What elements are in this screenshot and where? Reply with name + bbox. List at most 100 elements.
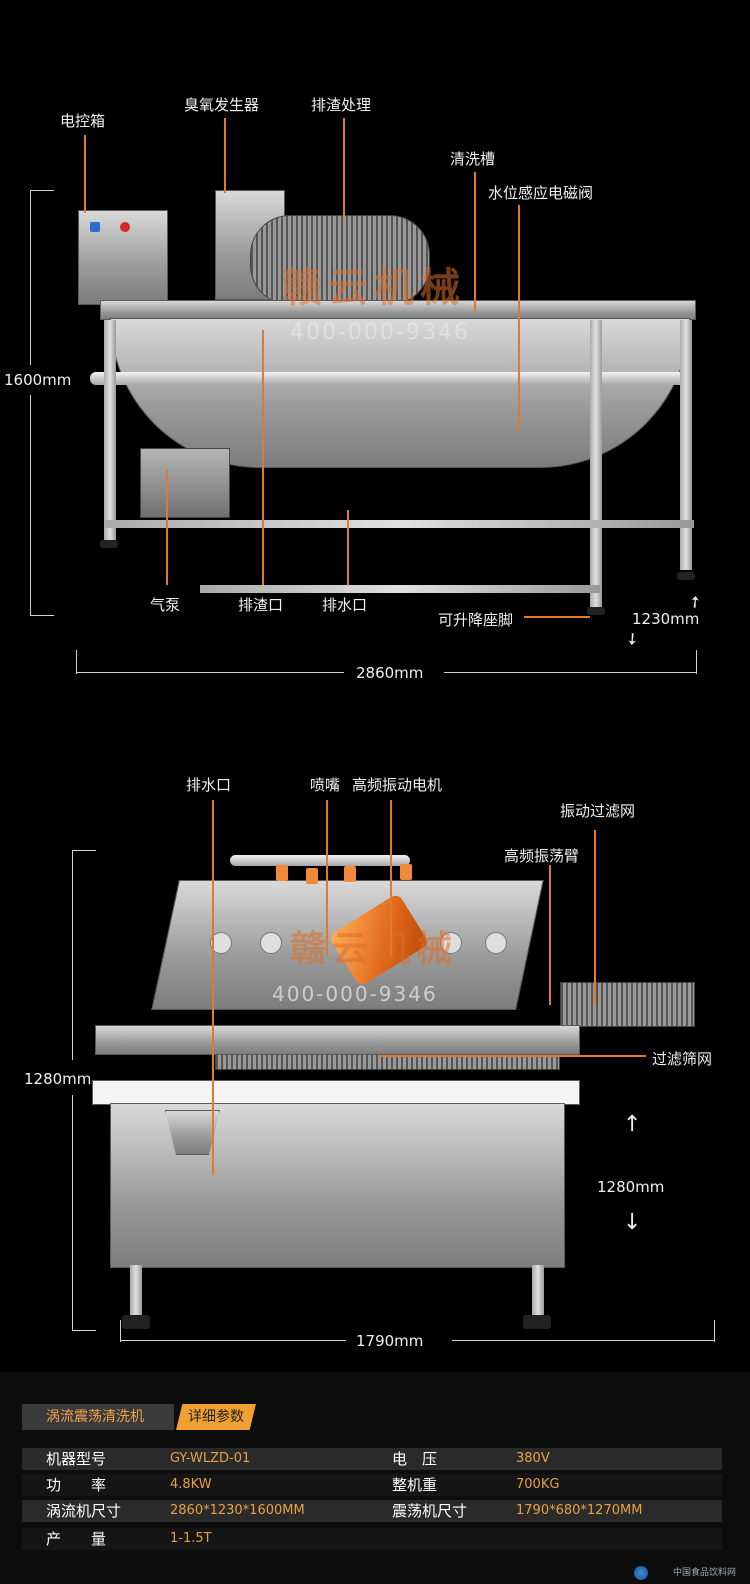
frame-rail <box>200 585 600 593</box>
air-pump <box>140 448 230 518</box>
foot-icon <box>677 572 695 580</box>
hood-hole <box>210 932 232 954</box>
control-button-icon <box>90 222 100 232</box>
main-pipe <box>90 372 690 385</box>
spec-row: 涡流机尺寸 2860*1230*1600MM 震荡机尺寸 1790*680*12… <box>22 1500 722 1522</box>
spec-value: 1790*680*1270MM <box>516 1503 643 1518</box>
label-wash-tank: 清洗槽 <box>450 150 496 168</box>
dim-line <box>452 1340 714 1341</box>
dim-width: 2860mm <box>356 664 424 682</box>
dim-tick <box>30 190 54 191</box>
spec-value: 4.8KW <box>170 1477 212 1492</box>
leg <box>680 320 692 570</box>
callout-line <box>84 135 86 213</box>
site-logo-text: 中国食品饮料网 <box>672 1568 736 1578</box>
label-control-box: 电控箱 <box>60 112 106 130</box>
foot-icon <box>100 540 118 548</box>
callout-line <box>326 800 328 955</box>
label-drain-outlet: 排水口 <box>186 776 232 794</box>
washer-overview-panel: 赣云机械 400-000-9346 电控箱 臭氧发生器 排渣处理 清洗槽 水位感… <box>0 0 750 700</box>
nozzle-icon <box>276 865 288 881</box>
spec-key: 电 压 <box>392 1450 438 1468</box>
callout-line <box>380 1055 646 1057</box>
spec-title: 涡流震荡清洗机 <box>22 1404 174 1430</box>
spec-row: 机器型号 GY-WLZD-01 电 压 380V <box>22 1448 722 1470</box>
spec-row: 功 率 4.8KW 整机重 700KG <box>22 1474 722 1496</box>
callout-line <box>518 205 520 430</box>
spec-row: 产 量 1-1.5T <box>22 1528 722 1550</box>
hood-hole <box>260 932 282 954</box>
spec-value: 380V <box>516 1451 550 1466</box>
dim-tick <box>120 1320 121 1342</box>
callout-line <box>594 830 596 1005</box>
dim-line <box>72 1095 73 1330</box>
dim-tick <box>30 615 54 616</box>
callout-line <box>524 616 590 618</box>
arrow-up-icon: ↑ <box>623 1112 642 1137</box>
drain-funnel <box>165 1110 220 1155</box>
hood-hole <box>440 932 462 954</box>
dim-depth: 1230mm <box>632 610 700 628</box>
callout-line <box>166 470 168 585</box>
spec-tag: 详细参数 <box>176 1404 256 1430</box>
dim-line <box>30 395 31 615</box>
spec-key: 产 量 <box>46 1530 107 1548</box>
leg <box>130 1265 142 1320</box>
nozzle-icon <box>344 866 356 882</box>
callout-line <box>262 330 264 585</box>
label-air-pump: 气泵 <box>150 596 181 614</box>
label-vibration-filter: 振动过滤网 <box>560 802 636 820</box>
label-level-valve: 水位感应电磁阀 <box>488 184 594 202</box>
spec-key: 机器型号 <box>46 1450 107 1468</box>
leg <box>590 320 602 610</box>
dim-height-left: 1280mm <box>24 1070 92 1088</box>
label-adjustable-feet: 可升降座脚 <box>438 611 514 629</box>
dim-tick <box>76 650 77 674</box>
spec-value: 1-1.5T <box>170 1531 212 1546</box>
dim-tick <box>72 850 96 851</box>
label-ozone-generator: 臭氧发生器 <box>184 96 260 114</box>
nozzle-icon <box>400 864 412 880</box>
spec-value: GY-WLZD-01 <box>170 1451 251 1466</box>
frame-rail <box>104 520 694 528</box>
watermark-brand: 赣云机械 <box>290 928 459 970</box>
dim-line <box>30 190 31 365</box>
label-vibration-motor: 高频振动电机 <box>352 776 443 794</box>
spec-key: 震荡机尺寸 <box>392 1502 468 1520</box>
dim-tick <box>714 1320 715 1342</box>
stop-button-icon <box>120 222 130 232</box>
callout-line <box>474 172 476 312</box>
vibration-filter <box>560 982 695 1027</box>
screen-frame <box>95 1025 580 1055</box>
label-nozzle: 喷嘴 <box>310 776 341 794</box>
label-filter-screen: 过滤筛网 <box>652 1050 713 1068</box>
label-waste-outlet: 排渣口 <box>238 596 284 614</box>
dim-tick <box>696 650 697 674</box>
dim-tick <box>72 1330 96 1331</box>
tank-rim <box>92 1080 580 1105</box>
label-drain-outlet: 排水口 <box>322 596 368 614</box>
shaker-detail-panel: 赣云机械 400-000-9346 排水口 喷嘴 高频振动电机 振动过滤网 高频… <box>0 760 750 1360</box>
arrow-down-left-icon: ➚ <box>621 627 644 652</box>
label-oscillating-arm: 高频振荡臂 <box>504 847 580 865</box>
callout-line <box>347 510 349 585</box>
callout-line <box>390 800 392 955</box>
leg <box>532 1265 544 1320</box>
caster-icon <box>523 1315 551 1329</box>
spec-table: 涡流震荡清洗机 详细参数 机器型号 GY-WLZD-01 电 压 380V 功 … <box>0 1372 750 1584</box>
caster-icon <box>122 1315 150 1329</box>
waste-drum <box>250 215 430 305</box>
site-logo-icon <box>634 1566 648 1580</box>
arrow-down-icon: ↓ <box>623 1210 642 1235</box>
dim-width: 1790mm <box>356 1332 424 1350</box>
foot-icon <box>587 607 605 615</box>
dim-line <box>72 850 73 1060</box>
watermark-phone: 400-000-9346 <box>272 982 438 1006</box>
callout-line <box>549 865 551 1005</box>
hood-hole <box>485 932 507 954</box>
callout-line <box>224 118 226 193</box>
spec-key: 涡流机尺寸 <box>46 1502 122 1520</box>
label-waste-processing: 排渣处理 <box>311 96 372 114</box>
callout-line <box>343 118 345 218</box>
spec-value: 2860*1230*1600MM <box>170 1503 305 1518</box>
